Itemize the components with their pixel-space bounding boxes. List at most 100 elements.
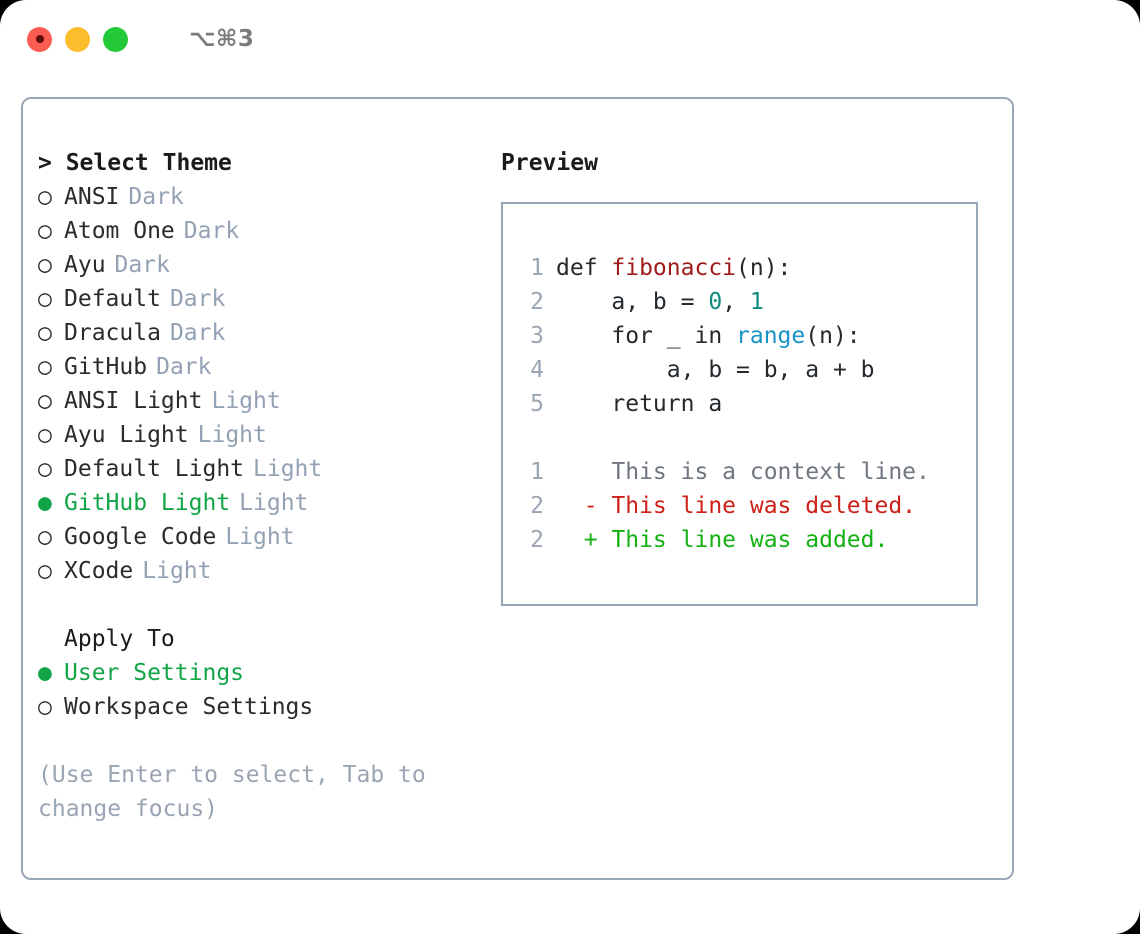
theme-option-github[interactable]: ○ GitHub Dark — [38, 350, 488, 384]
list-spacer — [38, 588, 488, 622]
code-line: 1 def fibonacci(n): — [520, 251, 976, 285]
apply-to-option-user-settings[interactable]: ●User Settings — [38, 656, 488, 690]
keyboard-shortcut-label: ⌥⌘3 — [189, 26, 255, 52]
theme-option-label: Google Code — [64, 524, 217, 550]
code-token-plain: return a — [611, 391, 723, 417]
theme-variant-tag: Dark — [169, 320, 226, 346]
diff-line-number: 2 — [530, 527, 544, 553]
theme-option-label: Dracula — [64, 320, 161, 346]
theme-option-ayu[interactable]: ○ Ayu Dark — [38, 248, 488, 282]
theme-option-label: ANSI — [64, 184, 120, 210]
diff-line-number: 2 — [530, 493, 544, 519]
code-line: 3 for _ in range(n): — [520, 319, 976, 353]
code-token-plain: a, b = b, a + b — [666, 357, 875, 383]
apply-to-option-label: User Settings — [64, 660, 245, 686]
theme-variant-tag: Dark — [128, 184, 184, 210]
theme-option-google-code[interactable]: ○ Google Code Light — [38, 520, 488, 554]
code-line-number: 2 — [530, 289, 544, 315]
radio-empty-icon: ○ — [38, 456, 52, 482]
theme-option-label: Ayu Light — [64, 422, 189, 448]
radio-empty-icon: ○ — [38, 524, 52, 550]
theme-variant-tag: Light — [211, 388, 281, 414]
theme-variant-tag: Dark — [114, 252, 170, 278]
code-token-plain: def — [556, 255, 612, 281]
theme-option-xcode[interactable]: ○ XCode Light — [38, 554, 488, 588]
theme-option-dracula[interactable]: ○ Dracula Dark — [38, 316, 488, 350]
theme-variant-tag: Dark — [156, 354, 212, 380]
theme-variant-tag: Light — [239, 490, 309, 516]
code-line-number: 4 — [530, 357, 544, 383]
radio-empty-icon: ○ — [38, 422, 52, 448]
theme-variant-tag: Dark — [183, 218, 240, 244]
code-line: 2 a, b = 0, 1 — [520, 285, 976, 319]
theme-variant-tag: Light — [253, 456, 323, 482]
radio-empty-icon: ○ — [38, 286, 52, 312]
radio-empty-icon: ○ — [38, 354, 52, 380]
keyboard-hint: (Use Enter to select, Tab to change focu… — [38, 762, 426, 822]
apply-to-option-list: ●User Settings ○ Workspace Settings — [38, 656, 488, 724]
theme-option-ansi[interactable]: ○ ANSI Dark — [38, 180, 488, 214]
theme-option-label: Ayu — [64, 252, 106, 278]
theme-option-label: XCode — [64, 558, 134, 584]
theme-variant-tag: Light — [142, 558, 212, 584]
diff-line-number: 1 — [530, 459, 544, 485]
close-button[interactable] — [27, 26, 52, 52]
minimize-button[interactable] — [65, 26, 90, 52]
theme-variant-tag: Light — [225, 524, 295, 550]
radio-empty-icon: ○ — [38, 558, 52, 584]
code-line: 4 a, b = b, a + b — [520, 353, 976, 387]
apply-to-header-row: ○ Apply To — [38, 622, 488, 656]
code-line-number: 1 — [530, 255, 544, 281]
radio-selected-icon: ● — [38, 490, 52, 516]
apply-to-header-indent: ○ — [38, 622, 64, 656]
diff-line-text: - This line was deleted. — [556, 493, 917, 519]
theme-option-label: ANSI Light — [64, 388, 203, 414]
theme-option-label: GitHub — [64, 354, 148, 380]
radio-empty-icon: ○ — [38, 694, 52, 720]
theme-variant-tag: Light — [197, 422, 267, 448]
code-line-number: 3 — [530, 323, 544, 349]
code-token-num: 1 — [749, 289, 764, 315]
apply-to-option-workspace-settings[interactable]: ○ Workspace Settings — [38, 690, 488, 724]
select-theme-header: > Select Theme — [38, 150, 232, 176]
title-bar: ⌥⌘3 — [0, 0, 1140, 78]
theme-option-github-light[interactable]: ● GitHub Light Light — [38, 486, 488, 520]
preview-header: Preview — [501, 150, 598, 176]
theme-option-ayu-light[interactable]: ○ Ayu Light Light — [38, 418, 488, 452]
diff-line-del: 2 - This line was deleted. — [520, 489, 976, 523]
theme-option-label: Default — [64, 286, 161, 312]
radio-empty-icon: ○ — [38, 218, 52, 244]
maximize-button[interactable] — [103, 26, 128, 52]
code-token-plain: , — [722, 289, 750, 315]
code-line-number: 5 — [530, 391, 544, 417]
apply-to-option-label: Workspace Settings — [64, 694, 314, 720]
code-line: 5 return a — [520, 387, 976, 421]
diff-sample: 1 This is a context line.2 - This line w… — [520, 455, 976, 557]
code-line-text: def fibonacci(n): — [556, 251, 791, 285]
code-token-plain: (n): — [805, 323, 861, 349]
code-line-text: a, b = b, a + b — [556, 353, 875, 387]
theme-option-label: GitHub Light — [64, 490, 231, 516]
radio-empty-icon: ○ — [38, 184, 52, 210]
code-token-fn: fibonacci — [611, 255, 737, 281]
diff-line-text: This is a context line. — [556, 459, 930, 485]
code-token-plain: for _ in — [611, 323, 737, 349]
radio-empty-icon: ○ — [38, 320, 52, 346]
code-line-text: for _ in range(n): — [556, 319, 861, 353]
radio-empty-icon: ○ — [38, 252, 52, 278]
diff-line-text: + This line was added. — [556, 527, 889, 553]
window-controls — [27, 26, 128, 52]
diff-line-ctx: 1 This is a context line. — [520, 455, 976, 489]
apply-to-header: Apply To — [64, 626, 175, 652]
code-line-text: a, b = 0, 1 — [556, 285, 764, 319]
